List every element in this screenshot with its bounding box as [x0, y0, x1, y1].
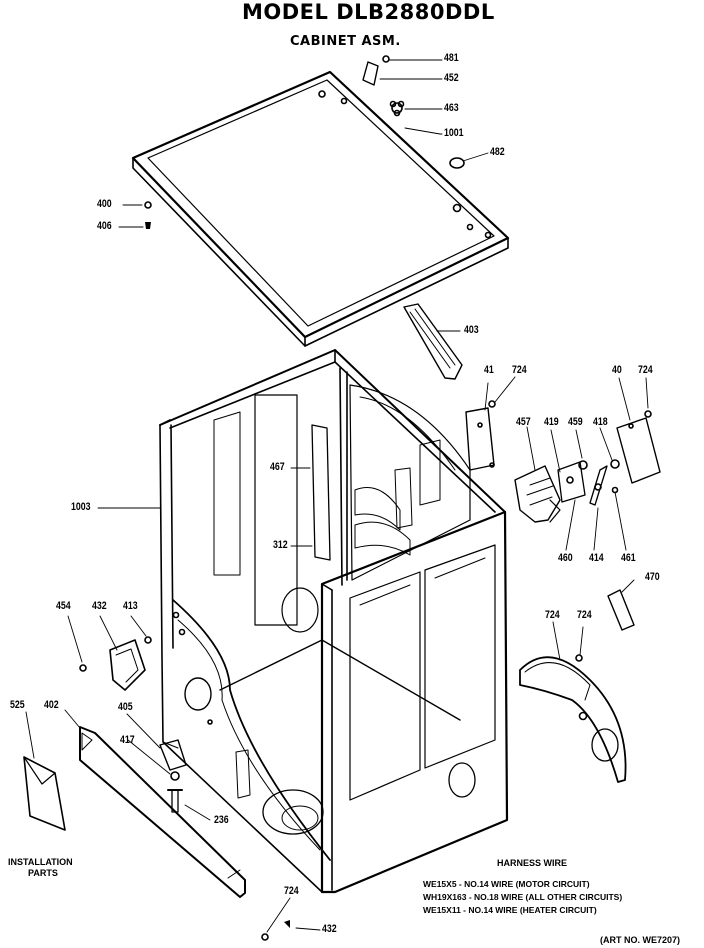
part-callout: 419 — [544, 416, 559, 428]
installation-parts-envelope-525 — [23, 756, 66, 831]
page-subtitle: CABINET ASM. — [290, 34, 401, 49]
part-callout: 40 — [612, 364, 622, 376]
part-callout: 1001 — [444, 127, 464, 139]
part-callout: 236 — [214, 814, 229, 826]
part-callout: 1003 — [71, 501, 91, 513]
toe-panel-402 — [79, 726, 246, 898]
part-callout: 432 — [322, 923, 337, 935]
part-callout: 457 — [516, 416, 531, 428]
installation-parts-label: INSTALLATION — [8, 857, 73, 867]
harness-wire-line: WE15X11 - NO.14 WIRE (HEATER CIRCUIT) — [423, 905, 597, 915]
part-callout: 460 — [558, 552, 573, 564]
part-callout: 724 — [577, 609, 592, 621]
part-callout: 461 — [621, 552, 636, 564]
bracket-41 — [465, 400, 496, 471]
part-callout: 432 — [92, 600, 107, 612]
vent-strip — [403, 303, 463, 380]
part-callout: 454 — [56, 600, 71, 612]
art-number: (ART NO. WE7207) — [600, 935, 681, 945]
bracket-405 — [159, 739, 187, 813]
harness-wire-line: WH19X163 - NO.18 WIRE (ALL OTHER CIRCUIT… — [423, 892, 623, 902]
part-callout: 452 — [444, 72, 459, 84]
part-callout: 724 — [284, 885, 299, 897]
door-latch-454 — [79, 636, 152, 691]
part-callout: 467 — [270, 461, 285, 473]
part-callout: 41 — [484, 364, 494, 376]
part-callout: 481 — [444, 52, 459, 64]
part-callout: 525 — [10, 699, 25, 711]
part-callout: 414 — [589, 552, 604, 564]
part-callout: 418 — [593, 416, 608, 428]
back-cover-413 — [519, 654, 627, 783]
part-callout: 417 — [120, 734, 135, 746]
part-callout: 470 — [645, 571, 660, 583]
screws-bottom — [261, 920, 290, 941]
hinge-bracket-hardware — [144, 55, 465, 229]
terminal-block-457 — [514, 460, 588, 523]
part-callout: 724 — [512, 364, 527, 376]
callout-leaders — [25, 59, 649, 933]
part-callout: 413 — [123, 600, 138, 612]
page-title: MODEL DLB2880DDL — [242, 0, 495, 24]
part-callout: 402 — [44, 699, 59, 711]
part-callout: 405 — [118, 701, 133, 713]
part-callout: 463 — [444, 102, 459, 114]
part-callout: 312 — [273, 539, 288, 551]
plate-470 — [607, 589, 635, 631]
harness-wire-heading: HARNESS WIRE — [497, 858, 568, 868]
part-callout: 400 — [97, 198, 112, 210]
harness-wire-line: WE15X5 - NO.14 WIRE (MOTOR CIRCUIT) — [423, 879, 590, 889]
top-cover — [131, 70, 510, 347]
part-callout: 459 — [568, 416, 583, 428]
part-callout: 724 — [545, 609, 560, 621]
part-callout: 482 — [490, 146, 505, 158]
part-callout: 724 — [638, 364, 653, 376]
part-callout: 406 — [97, 220, 112, 232]
part-callout: 403 — [464, 324, 479, 336]
cabinet — [159, 349, 509, 894]
switch-parts-418 — [589, 410, 661, 506]
installation-parts-label: PARTS — [28, 868, 58, 878]
